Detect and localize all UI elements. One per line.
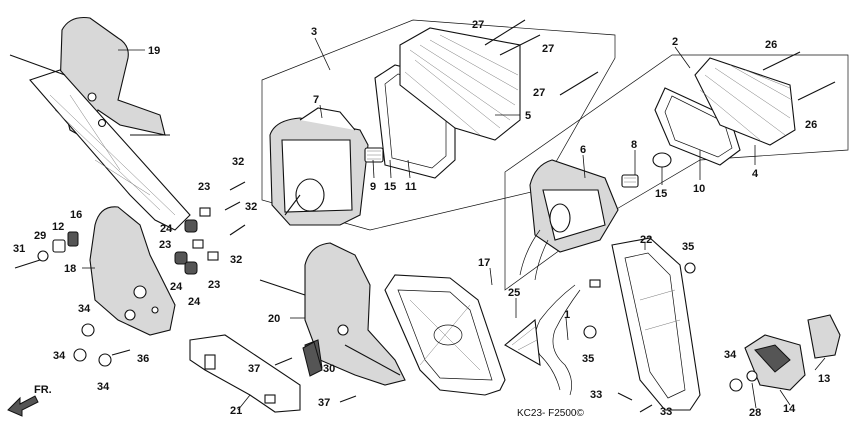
callout-29: 29 bbox=[34, 230, 46, 242]
callout-33-a: 33 bbox=[590, 389, 602, 401]
assembly-boundary-2 bbox=[504, 54, 849, 291]
callout-6: 6 bbox=[580, 144, 586, 156]
callout-1: 1 bbox=[564, 309, 570, 321]
callouts: 1 2 3 4 5 6 7 8 9 10 11 12 13 14 15 15 1… bbox=[13, 19, 830, 419]
callout-23-a: 23 bbox=[198, 181, 210, 193]
callout-34-a: 34 bbox=[78, 303, 91, 315]
bracket-plate bbox=[189, 334, 301, 413]
callout-24-a: 24 bbox=[160, 223, 173, 235]
callout-15-upper: 15 bbox=[384, 181, 396, 193]
callout-11: 11 bbox=[405, 181, 417, 193]
callout-9: 9 bbox=[370, 181, 376, 193]
callout-24-c: 24 bbox=[188, 296, 201, 308]
callout-20: 20 bbox=[268, 313, 280, 325]
screws-27 bbox=[484, 19, 599, 96]
license-bracket-upper bbox=[9, 16, 191, 231]
callout-34-d: 34 bbox=[724, 349, 737, 361]
reflector-plate bbox=[611, 237, 701, 411]
front-direction-arrow: FR. bbox=[7, 384, 52, 417]
callout-27-c: 27 bbox=[533, 87, 545, 99]
callout-12: 12 bbox=[52, 221, 64, 233]
callout-3: 3 bbox=[311, 26, 317, 38]
callout-31: 31 bbox=[13, 243, 25, 255]
callout-14: 14 bbox=[783, 403, 796, 415]
callout-32-b: 32 bbox=[245, 201, 257, 213]
callout-19: 19 bbox=[148, 45, 160, 57]
callout-16: 16 bbox=[70, 209, 82, 221]
bulb-right bbox=[652, 152, 672, 168]
callout-35-b: 35 bbox=[582, 353, 594, 365]
callout-7: 7 bbox=[313, 94, 319, 106]
callout-4: 4 bbox=[752, 168, 759, 180]
callout-10: 10 bbox=[693, 183, 705, 195]
callout-28: 28 bbox=[749, 407, 761, 419]
callout-26-a: 26 bbox=[765, 39, 777, 51]
callout-30: 30 bbox=[323, 363, 335, 375]
callout-27-b: 27 bbox=[542, 43, 554, 55]
callout-23-c: 23 bbox=[208, 279, 220, 291]
lens-upper bbox=[399, 27, 521, 141]
callout-2: 2 bbox=[672, 36, 678, 48]
front-direction-label: FR. bbox=[34, 384, 52, 396]
reflector-lamp bbox=[744, 334, 806, 391]
bulb-socket-right bbox=[621, 174, 639, 188]
triangle-reflector bbox=[504, 318, 541, 367]
callout-23-b: 23 bbox=[159, 239, 171, 251]
lens-right bbox=[694, 57, 796, 146]
callout-32-c: 32 bbox=[230, 254, 242, 266]
leader-lines bbox=[82, 37, 826, 411]
callout-17: 17 bbox=[478, 257, 490, 269]
callout-13: 13 bbox=[818, 373, 830, 385]
callout-33-b: 33 bbox=[660, 406, 672, 418]
callout-26-b: 26 bbox=[805, 119, 817, 131]
screws-26 bbox=[762, 51, 836, 101]
callout-15-right: 15 bbox=[655, 188, 667, 200]
callout-37-b: 37 bbox=[318, 397, 330, 409]
callout-36: 36 bbox=[137, 353, 149, 365]
taillight-base-main bbox=[269, 107, 369, 226]
callout-18: 18 bbox=[64, 263, 76, 275]
license-plate-gasket bbox=[384, 274, 506, 396]
lens-gasket-right bbox=[654, 87, 741, 166]
callout-8: 8 bbox=[631, 139, 637, 151]
hardware-small bbox=[14, 181, 758, 413]
callout-21: 21 bbox=[230, 405, 242, 417]
callout-37-a: 37 bbox=[248, 363, 260, 375]
callout-22: 22 bbox=[640, 234, 652, 246]
callout-25: 25 bbox=[508, 287, 520, 299]
drawing-code: KC23- F2500© bbox=[517, 408, 584, 419]
callout-34-b: 34 bbox=[53, 350, 66, 362]
taillight-base-right bbox=[519, 159, 619, 281]
callout-27-a: 27 bbox=[472, 19, 484, 31]
callout-32-a: 32 bbox=[232, 156, 244, 168]
callout-35-a: 35 bbox=[682, 241, 694, 253]
reflector bbox=[807, 314, 841, 359]
callout-5: 5 bbox=[525, 110, 531, 122]
callout-34-c: 34 bbox=[97, 381, 110, 393]
license-bracket-lower bbox=[89, 206, 176, 336]
callout-24-b: 24 bbox=[170, 281, 183, 293]
